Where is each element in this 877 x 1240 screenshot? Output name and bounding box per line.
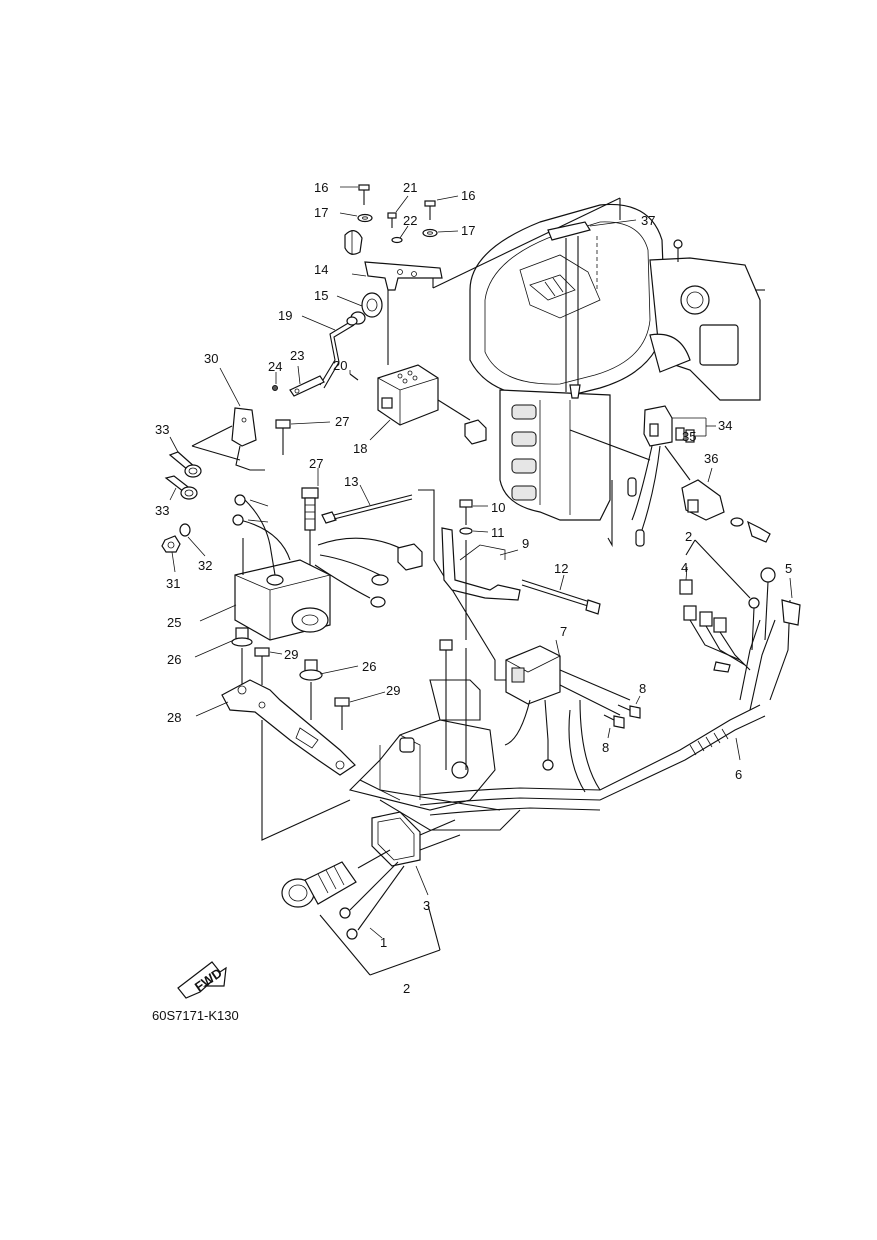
callout-4: 4 — [681, 560, 688, 575]
callout-9: 9 — [522, 536, 529, 551]
connectors-4 — [679, 539, 776, 673]
callout-28: 28 — [167, 710, 181, 725]
callout-labels: 1 2 2 3 4 5 6 7 8 8 9 10 11 12 13 14 15 … — [155, 180, 792, 996]
bolt-29-right — [334, 691, 386, 730]
callout-27b: 27 — [309, 456, 323, 471]
callout-22: 22 — [403, 213, 417, 228]
tie-12 — [521, 574, 601, 615]
tie-13 — [321, 484, 413, 524]
cable-5 — [781, 577, 801, 626]
collar-26-right — [299, 659, 359, 720]
diagram-code: 60S7171-K130 — [152, 1008, 239, 1023]
callout-17b: 17 — [461, 223, 475, 238]
callout-25: 25 — [167, 615, 181, 630]
callout-16b: 16 — [461, 188, 475, 203]
pin-20 — [349, 370, 359, 381]
bolt-16-right — [424, 195, 459, 220]
callout-31: 31 — [166, 576, 180, 591]
callout-2b: 2 — [685, 529, 692, 544]
callout-23: 23 — [290, 348, 304, 363]
callout-8b: 8 — [602, 740, 609, 755]
callout-16a: 16 — [314, 180, 328, 195]
bolt-8-lower — [603, 714, 625, 739]
base-housing — [348, 639, 521, 831]
bolt-27-upper — [275, 419, 331, 455]
callout-13: 13 — [344, 474, 358, 489]
terminal-23 — [289, 365, 325, 397]
callout-15: 15 — [314, 288, 328, 303]
nut-31 — [161, 535, 181, 573]
callout-6: 6 — [735, 767, 742, 782]
callout-34: 34 — [718, 418, 732, 433]
caps-33 — [164, 425, 241, 501]
callout-24: 24 — [268, 359, 282, 374]
callout-19: 19 — [278, 308, 292, 323]
callout-5: 5 — [785, 561, 792, 576]
coupler-34 — [569, 405, 716, 548]
washer-32 — [179, 523, 191, 537]
bolt-29-left — [254, 647, 283, 685]
cdi-unit-25 — [199, 494, 423, 641]
callout-8a: 8 — [639, 681, 646, 696]
callout-29a: 29 — [284, 647, 298, 662]
callout-36: 36 — [704, 451, 718, 466]
callout-33a: 33 — [155, 422, 169, 437]
plate-28 — [195, 679, 356, 776]
fwd-label: FWD — [192, 965, 225, 994]
harness-6 — [419, 599, 791, 816]
connector-2-lower — [281, 861, 441, 976]
callout-33b: 33 — [155, 503, 169, 518]
bolt-10 — [459, 499, 488, 525]
callout-18: 18 — [353, 441, 367, 456]
callout-10: 10 — [491, 500, 505, 515]
switch-18 — [369, 364, 487, 445]
callout-30: 30 — [204, 351, 218, 366]
bracket-14 — [344, 230, 443, 365]
washer-22 — [391, 236, 403, 244]
callout-3: 3 — [423, 898, 430, 913]
callout-37: 37 — [641, 213, 655, 228]
clip-30 — [219, 367, 265, 471]
collar-26-left — [194, 627, 253, 688]
callout-27a: 27 — [335, 414, 349, 429]
callout-32: 32 — [198, 558, 212, 573]
screw-21 — [387, 195, 409, 228]
holder-36 — [681, 467, 771, 543]
callout-21: 21 — [403, 180, 417, 195]
callout-35: 35 — [682, 429, 696, 444]
rectifier-7 — [504, 639, 631, 771]
callout-26a: 26 — [167, 652, 181, 667]
nut-24 — [272, 385, 278, 391]
callout-20: 20 — [333, 358, 347, 373]
washer-17-right — [422, 228, 438, 238]
callout-1: 1 — [380, 935, 387, 950]
bolt-16-left — [340, 184, 370, 205]
clip-37 — [547, 219, 637, 399]
callout-17a: 17 — [314, 205, 328, 220]
callout-11: 11 — [491, 525, 505, 540]
callout-29b: 29 — [386, 683, 400, 698]
wire-19 — [301, 315, 358, 389]
washer-17-left — [357, 213, 373, 223]
engine-block — [469, 203, 765, 521]
bolt-8-upper — [617, 695, 641, 719]
callout-26b: 26 — [362, 659, 376, 674]
callout-7: 7 — [560, 624, 567, 639]
washer-11 — [459, 527, 473, 535]
callout-12: 12 — [554, 561, 568, 576]
callout-2a: 2 — [403, 981, 410, 996]
harness-leads-1 — [339, 849, 405, 940]
callout-14: 14 — [314, 262, 328, 277]
fwd-arrow-icon: FWD — [177, 961, 227, 999]
grommet-15 — [336, 273, 383, 325]
bracket-9 — [441, 527, 521, 640]
grommet-3 — [371, 811, 461, 896]
